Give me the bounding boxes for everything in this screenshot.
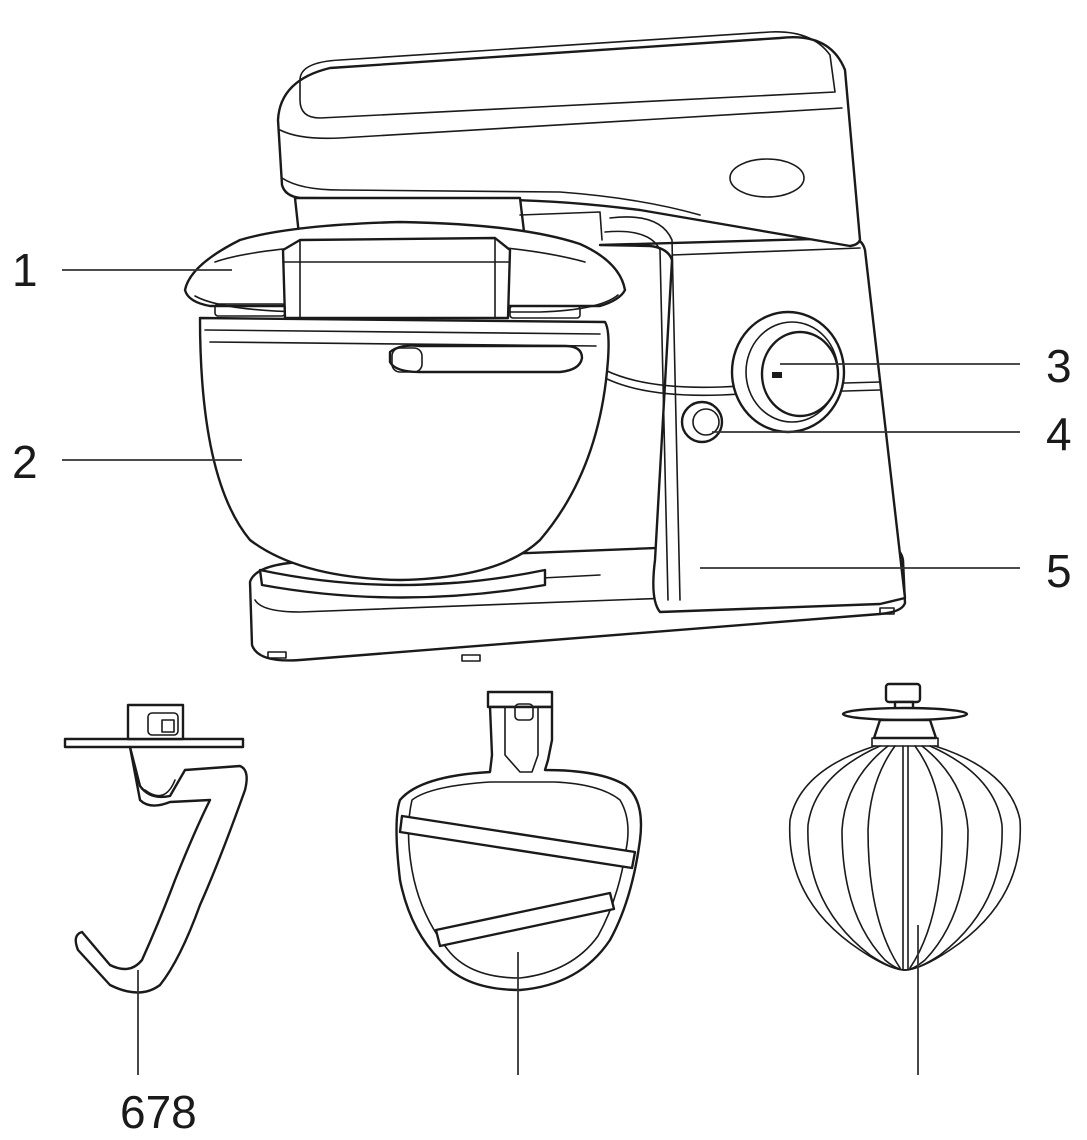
callout-labels: 1 2 3 4 5 678 <box>12 244 1072 1138</box>
mixing-bowl <box>198 316 610 599</box>
callout-4: 4 <box>1046 408 1072 460</box>
callout-3: 3 <box>1046 340 1072 392</box>
head-release-button <box>680 400 724 444</box>
mixer-head <box>276 31 862 248</box>
stand-mixer <box>183 31 907 662</box>
wire-whisk <box>788 682 1022 971</box>
flat-beater <box>395 690 643 992</box>
callout-5: 5 <box>1046 545 1072 597</box>
callout-678: 678 <box>120 1086 197 1138</box>
callout-1: 1 <box>12 244 38 296</box>
dough-hook <box>63 703 248 994</box>
splash-guard <box>183 220 627 320</box>
leader-lines <box>62 269 1020 1075</box>
speed-knob <box>730 310 846 434</box>
callout-2: 2 <box>12 436 38 488</box>
